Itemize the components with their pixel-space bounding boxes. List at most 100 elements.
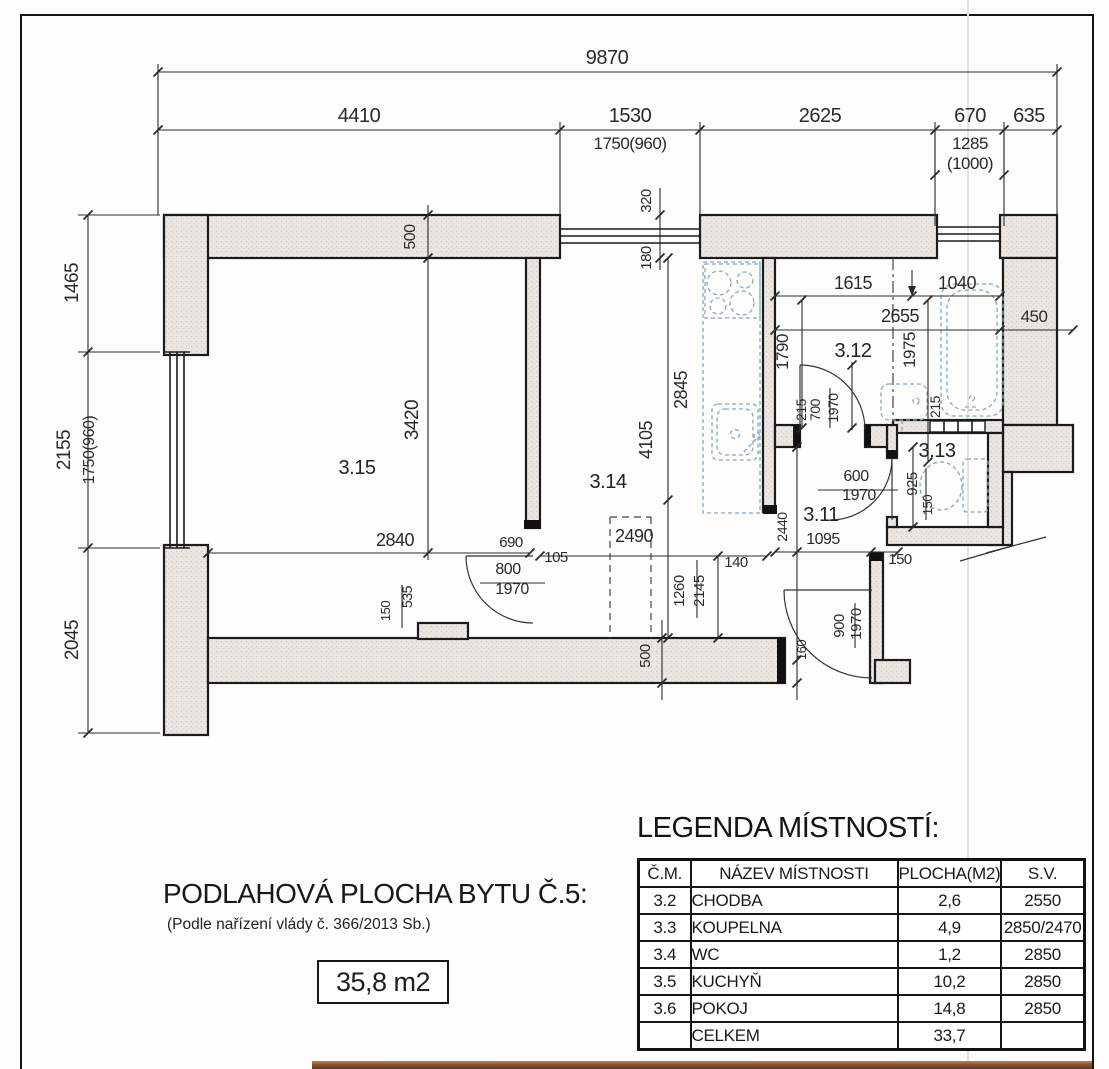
washbasin-icon [880, 383, 928, 431]
kitchen-sink-icon [711, 403, 761, 461]
dim-label: 900 [831, 614, 848, 638]
legend-cell: 2850 [1000, 940, 1086, 969]
dim-label: 150 [920, 495, 935, 515]
dim-label: (1000) [947, 154, 993, 173]
legend-cell: 33,7 [896, 1021, 1003, 1051]
dim-label: 1970 [825, 393, 841, 423]
dim-label: 600 [843, 468, 869, 485]
dim-label: 800 [495, 561, 521, 578]
dim-label: 1970 [842, 487, 876, 504]
bathtub-icon [940, 283, 1004, 417]
legend-cell: 2850 [1000, 967, 1086, 996]
door-arcs [465, 364, 893, 679]
dim-label: 150 [888, 551, 912, 568]
legend-cell: 3.2 [637, 886, 692, 915]
dim-label: 215 [927, 395, 943, 418]
dim-label: 215 [793, 398, 809, 421]
dim-label: 2045 [62, 620, 83, 660]
legend-cell: CELKEM [689, 1021, 899, 1051]
dim-label: 2145 [691, 575, 708, 607]
dim-label: 2440 [774, 512, 790, 542]
dim-label: 1970 [848, 608, 865, 640]
dim-label: 535 [399, 585, 415, 608]
legend-cell: KUCHYŇ [689, 967, 899, 996]
dim-label: 500 [637, 644, 654, 668]
legend-cell: 1,2 [896, 940, 1003, 969]
legend-cell: 2,6 [896, 886, 1003, 915]
legend-cell: CHODBA [689, 886, 899, 915]
dim-label: 1975 [900, 332, 919, 368]
legend-col-header: Č.M. [637, 858, 692, 888]
windows [164, 220, 1001, 549]
room-number-label: 3.13 [919, 440, 956, 462]
floor-area-subtitle: (Podle nařízení vlády č. 366/2013 Sb.) [167, 916, 431, 933]
dim-label: 1285 [952, 134, 988, 153]
legend-cell: WC [689, 940, 899, 969]
dim-label: 2490 [615, 526, 654, 546]
cooktop-icon [704, 263, 761, 319]
floor-area-title: PODLAHOVÁ PLOCHA BYTU Č.5: [163, 878, 588, 909]
legend-cell: KOUPELNA [689, 913, 899, 942]
walls [162, 213, 1075, 737]
legend-cell: 3.3 [637, 913, 692, 942]
legend-cell [1000, 1021, 1086, 1051]
legend-cell: 3.6 [637, 994, 692, 1023]
dim-label: 1790 [773, 334, 792, 370]
legend-cell: 4,9 [896, 913, 1003, 942]
legend-cell: 14,8 [896, 994, 1003, 1023]
dim-label: 700 [807, 398, 823, 421]
dim-label: 670 [954, 105, 986, 127]
legend-col-header: NÁZEV MÍSTNOSTI [689, 858, 899, 888]
dim-label: 500 [402, 224, 419, 250]
dim-label: 9870 [586, 47, 629, 69]
total-area-value: 35,8 m2 [335, 966, 431, 997]
total-area-box: 35,8 m2 [317, 960, 449, 1004]
dim-label: 105 [544, 549, 568, 566]
dim-label: 320 [638, 189, 655, 213]
legend-cell: 2550 [1000, 886, 1086, 915]
legend-cell: 2850/2470 [1000, 913, 1086, 942]
dim-label: 150 [378, 601, 393, 621]
dim-label: 1750(960) [81, 416, 98, 485]
legend-title: LEGENDA MÍSTNOSTÍ: [637, 812, 939, 844]
dim-label: 4410 [338, 105, 381, 127]
dim-label: 1260 [671, 575, 688, 607]
dim-label: 2840 [376, 530, 415, 550]
dim-label: 140 [724, 554, 748, 571]
dim-label: 1750(960) [593, 134, 666, 153]
dim-label: 1040 [938, 273, 977, 293]
title-block: PODLAHOVÁ PLOCHA BYTU Č.5: (Podle naříze… [163, 878, 643, 934]
scan-bottom-bar [312, 1061, 1092, 1069]
drawing-border-frame [20, 14, 1094, 1069]
dim-label: 925 [904, 472, 921, 496]
legend-cell: 10,2 [896, 967, 1003, 996]
legend-cell: 3.4 [637, 940, 692, 969]
legend-cell [637, 1021, 692, 1051]
dim-label: 2655 [881, 306, 920, 326]
dim-label: 160 [794, 640, 809, 660]
dim-label: 2625 [799, 105, 842, 127]
dim-label: 1615 [834, 273, 873, 293]
dim-label: 690 [499, 534, 523, 551]
legend-cell: 2850 [1000, 994, 1086, 1023]
dim-label: 1465 [62, 263, 83, 303]
legend-cell: 3.5 [637, 967, 692, 996]
legend-cell: POKOJ [689, 994, 899, 1023]
dim-label: 1970 [495, 581, 529, 598]
dim-label: 2155 [54, 430, 75, 470]
hidden-lines [609, 258, 1047, 638]
room-number-label: 3.11 [803, 504, 839, 526]
dim-label: 180 [638, 246, 655, 270]
room-number-label: 3.14 [590, 471, 627, 493]
